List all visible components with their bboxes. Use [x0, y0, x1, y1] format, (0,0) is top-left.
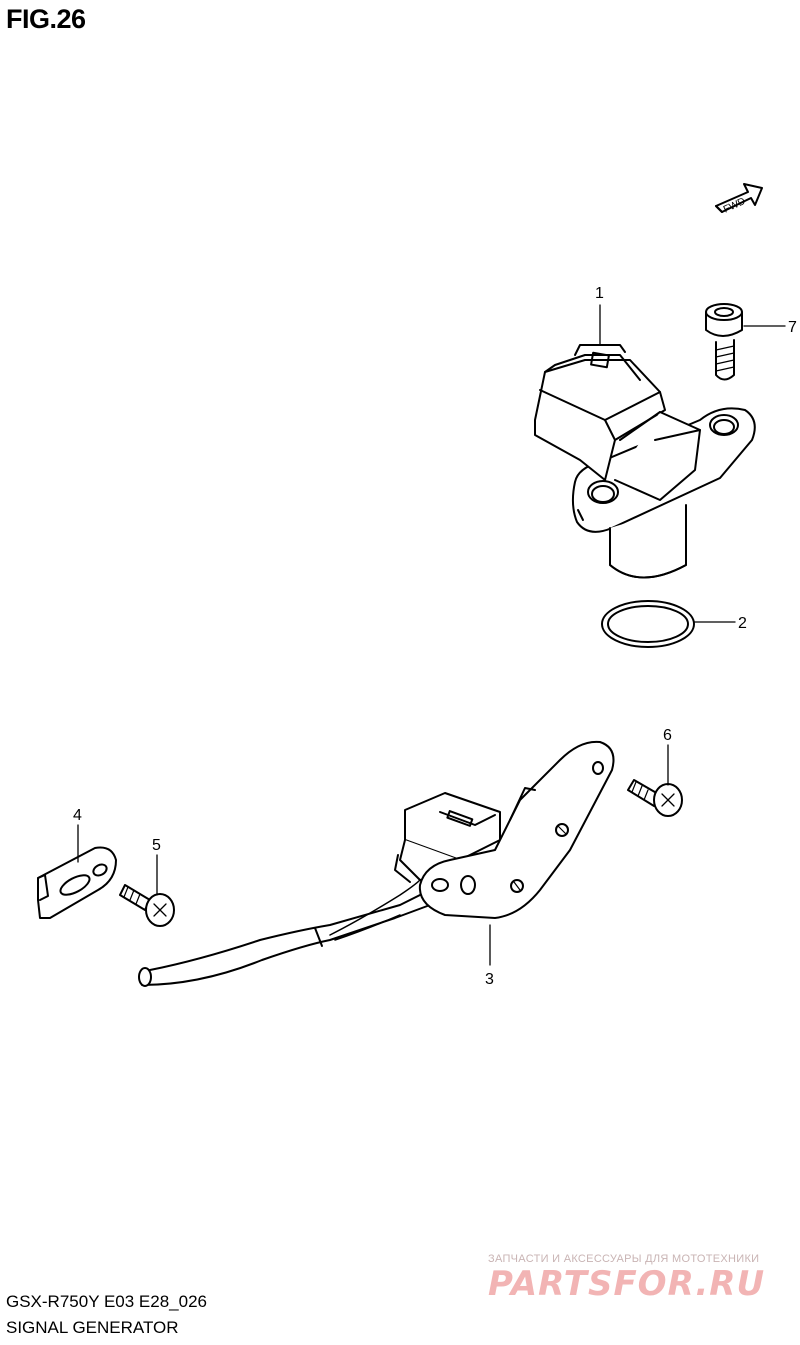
bolt-drawing — [705, 303, 743, 381]
callout-6: 6 — [663, 727, 672, 744]
callout-2: 2 — [738, 615, 747, 632]
fwd-badge-text: FWD — [722, 196, 747, 216]
callout-7: 7 — [788, 319, 797, 336]
o-ring-drawing — [601, 600, 695, 648]
fwd-arrow-icon: FWD — [715, 183, 763, 216]
screw-6-drawing — [627, 779, 683, 817]
signal-generator-pickup-drawing — [138, 740, 615, 987]
screw-5-drawing — [119, 884, 175, 927]
callout-5: 5 — [152, 837, 161, 854]
diagram-subtitle: SIGNAL GENERATOR — [6, 1318, 179, 1337]
callout-leaders — [77, 304, 786, 966]
callout-4: 4 — [73, 807, 82, 824]
callout-labels: 1 2 3 4 5 6 7 — [73, 285, 797, 988]
callout-3: 3 — [485, 971, 494, 988]
watermark-tagline: ЗАПЧАСТИ И АКСЕССУАРЫ ДЛЯ МОТОТЕХНИКИ — [488, 1253, 760, 1265]
model-code: GSX-R750Y E03 E28_026 — [6, 1292, 207, 1311]
clamp-drawing — [37, 846, 117, 919]
signal-generator-sensor-drawing — [534, 344, 756, 579]
callout-1: 1 — [595, 285, 604, 302]
watermark-logo: PARTSFOR.RU — [488, 1264, 766, 1304]
figure-title: FIG.26 — [6, 4, 86, 34]
